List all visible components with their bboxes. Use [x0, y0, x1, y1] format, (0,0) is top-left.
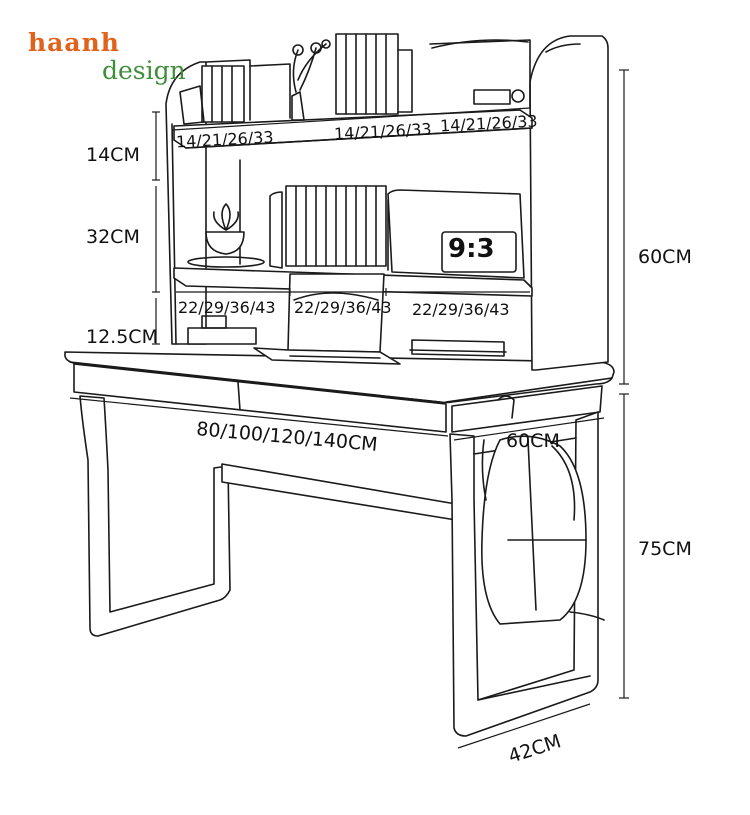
middle-shelf-width-3: 22/29/36/43: [412, 300, 510, 319]
front-left-leg: [79, 395, 231, 637]
dim-line-bottom-shelf: [152, 298, 160, 345]
dim-line-middle-shelf-widths: [176, 288, 530, 296]
dim-line-middle-shelf: [152, 186, 160, 293]
top-books-middle: [335, 33, 413, 115]
shelf-height-bottom: 12.5CM: [86, 326, 158, 348]
middle-shelf-width-1: 22/29/36/43: [178, 298, 276, 317]
top-items-right: [473, 89, 525, 105]
shelf-height-top: 14CM: [86, 144, 140, 166]
dim-line-top-shelf: [152, 111, 160, 181]
clock-display: 9:3: [448, 234, 495, 264]
middle-books: [285, 185, 387, 267]
brand-logo-bottom: design: [102, 56, 186, 85]
dim-line-top-shelf-widths: [171, 107, 531, 131]
drawer-front: [73, 363, 603, 433]
dim-line-depth-bottom: [457, 703, 591, 749]
top-books-left: [179, 65, 245, 125]
top-shelf: [173, 109, 533, 149]
shelf-height-middle: 32CM: [86, 226, 140, 248]
desk-clock: [441, 231, 517, 273]
top-vase: [291, 39, 331, 121]
hutch-height-label: 60CM: [638, 246, 692, 268]
laptop: [253, 273, 401, 365]
potted-plant: [187, 203, 265, 268]
backpack: [481, 395, 605, 625]
desk-depth-top-label: 60CM: [506, 430, 560, 452]
middle-shelf-width-2: 22/29/36/43: [294, 298, 392, 317]
dim-line-hutch-height: [619, 69, 629, 385]
desk-books-right: [409, 339, 507, 357]
dim-line-depth-top: [453, 417, 605, 441]
top-backboard: [205, 39, 531, 121]
hutch-right-panel: [529, 35, 609, 371]
dim-line-width: [69, 397, 449, 437]
desk-top: [64, 351, 615, 404]
desk-tray: [187, 315, 257, 345]
side-stretcher: [221, 463, 457, 521]
desk-height-label: 75CM: [638, 538, 692, 560]
brand-logo-top: haanh: [28, 28, 120, 57]
dim-line-desk-height: [619, 393, 629, 699]
